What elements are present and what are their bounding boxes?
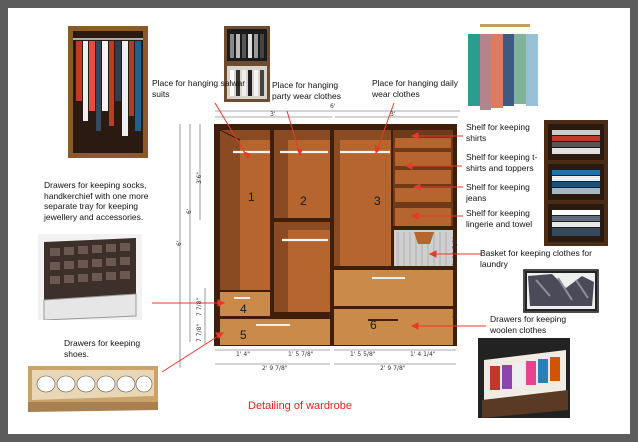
dim-total-width: 6'	[330, 103, 336, 110]
dim-left-width: 3'	[270, 111, 276, 118]
dim-bay3: 1' 5 5/8"	[350, 351, 376, 358]
dim-base-height: 7 7/8"	[196, 323, 203, 342]
shoe-drawer-photo	[28, 366, 158, 412]
bay-number-5: 5	[240, 328, 247, 342]
dim-drawer-height: 7 7/8"	[196, 297, 203, 316]
label-basket: Basket for keeping clothes for laundry	[480, 248, 592, 269]
diagram-title: Detailing of wardrobe	[248, 400, 352, 412]
bay-number-1: 1	[248, 190, 255, 204]
label-woolen: Drawers for keeping woolen clothes	[490, 314, 567, 335]
shirts-on-hangers-photo	[468, 24, 538, 110]
dim-right-width: 3'	[390, 111, 396, 118]
folded-shirts-photo	[544, 120, 608, 246]
wardrobe-photo	[68, 26, 148, 158]
dim-upper-height: 6'	[186, 208, 193, 214]
label-lingerie: Shelf for keeping lingerie and towel	[466, 208, 533, 229]
label-tshirts: Shelf for keeping t-shirts and toppers	[466, 152, 538, 173]
label-party: Place for hanging party wear clothes	[272, 80, 341, 101]
dim-bay4: 1' 4 1/4"	[410, 351, 436, 358]
dim-total-height: 6'	[176, 240, 183, 246]
label-socks: Drawers for keeping socks, handkerchief …	[44, 180, 149, 222]
jewellery-drawer-photo	[38, 234, 142, 320]
label-jeans: Shelf for keeping jeans	[466, 182, 530, 203]
hanging-rack-photo	[224, 26, 270, 102]
bay-number-6: 6	[370, 318, 377, 332]
label-shoes: Drawers for keeping shoes.	[64, 338, 141, 359]
laundry-basket-photo	[523, 269, 599, 313]
dim-top-height: 3'6"	[196, 171, 203, 184]
dim-right-upper: 1' 11 5/8"	[452, 236, 459, 266]
label-salwar: Place for hanging salwar suits	[152, 78, 246, 99]
dim-bay2: 1' 5 7/8"	[288, 351, 314, 358]
woolen-drawer-photo	[478, 338, 570, 418]
label-daily: Place for hanging daily wear clothes	[372, 78, 459, 99]
label-shirts: Shelf for keeping shirts	[466, 122, 530, 143]
bay-number-3: 3	[374, 194, 381, 208]
bay-number-2: 2	[300, 194, 307, 208]
bay-number-4: 4	[240, 302, 247, 316]
dim-bay1: 1' 4"	[236, 351, 250, 358]
dim-bottom-right: 2' 9 7/8"	[380, 365, 406, 372]
dim-right-lower: 1'	[452, 312, 459, 318]
dim-bottom-left: 2' 9 7/8"	[262, 365, 288, 372]
